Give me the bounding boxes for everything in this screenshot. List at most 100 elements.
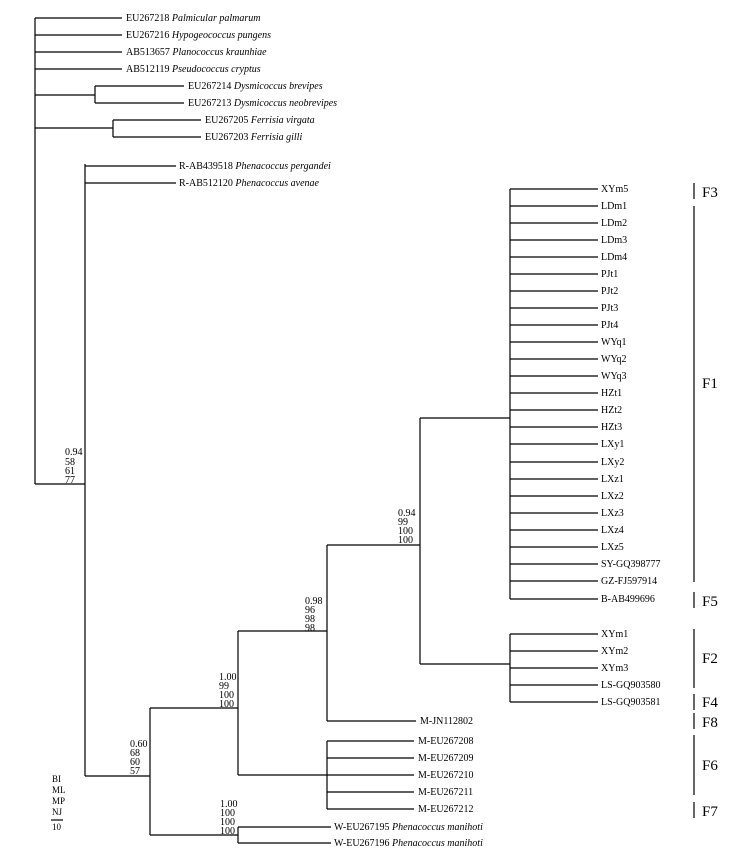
taxon-label: LXy2 bbox=[601, 457, 624, 468]
support-value: 58 bbox=[65, 457, 75, 468]
legend-method: NJ bbox=[52, 807, 62, 817]
branch bbox=[35, 85, 184, 104]
taxon-label: M-EU267208 bbox=[418, 736, 474, 747]
group-label-f8: F8 bbox=[702, 715, 718, 731]
support-root-ingroup: 0.94 58 61 77 bbox=[65, 447, 83, 486]
group-label-f5: F5 bbox=[702, 594, 718, 610]
support-value: 61 bbox=[65, 466, 75, 477]
taxon-label: PJt2 bbox=[601, 286, 618, 297]
taxon-label: XYm1 bbox=[601, 629, 628, 640]
taxon-label: GZ-FJ597914 bbox=[601, 576, 657, 587]
support-value: 1.00 bbox=[219, 672, 237, 683]
taxon-label: M-EU267212 bbox=[418, 804, 474, 815]
taxon-label: WYq1 bbox=[601, 337, 627, 348]
node-support-values: 0.94 58 61 77 0.60 68 60 57 1.00 99 100 … bbox=[65, 447, 416, 837]
taxon-label: W-EU267196 Phenacoccus manihoti bbox=[334, 838, 483, 849]
taxon-label: AB512119 Pseudococcus cryptus bbox=[126, 64, 261, 75]
support-value: 99 bbox=[219, 681, 229, 692]
support-value: 98 bbox=[305, 614, 315, 625]
taxon-label: EU267214 Dysmicoccus brevipes bbox=[188, 81, 323, 92]
group-label-f7: F7 bbox=[702, 804, 718, 820]
taxon-label: AB513657 Planococcus kraunhiae bbox=[126, 47, 267, 58]
group-brackets: F3 F1 F5 F2 F4 F8 F6 F7 bbox=[693, 183, 718, 820]
taxon-label: M-JN112802 bbox=[420, 716, 473, 727]
support-value: 99 bbox=[398, 517, 408, 528]
branch bbox=[510, 188, 598, 600]
taxon-label: HZt1 bbox=[601, 388, 622, 399]
taxon-label: HZt2 bbox=[601, 405, 622, 416]
taxon-label: LXz4 bbox=[601, 525, 624, 536]
taxon-labels: EU267218 Palmicular palmarum EU267216 Hy… bbox=[126, 13, 660, 849]
taxon-label: WYq3 bbox=[601, 371, 627, 382]
taxon-label: EU267205 Ferrisia virgata bbox=[205, 115, 315, 126]
taxon-label: M-EU267211 bbox=[418, 787, 473, 798]
support-value: 100 bbox=[398, 526, 413, 537]
taxon-label: LS-GQ903581 bbox=[601, 697, 660, 708]
taxon-label: PJt3 bbox=[601, 303, 618, 314]
branch bbox=[510, 633, 598, 703]
taxon-label: LDm1 bbox=[601, 201, 627, 212]
group-label-f4: F4 bbox=[702, 695, 718, 711]
support-value: 100 bbox=[219, 690, 234, 701]
scale-bar-label: 10 bbox=[52, 822, 62, 832]
support-value: 1.00 bbox=[220, 799, 238, 810]
taxon-label: XYm2 bbox=[601, 646, 628, 657]
taxon-label: B-AB499696 bbox=[601, 594, 655, 605]
taxon-label: LDm3 bbox=[601, 235, 627, 246]
taxon-label: WYq2 bbox=[601, 354, 627, 365]
branch bbox=[150, 826, 331, 844]
support-f-clade: 1.00 99 100 100 bbox=[219, 672, 237, 710]
taxon-label: LXz3 bbox=[601, 508, 624, 519]
legend-method: ML bbox=[52, 785, 66, 795]
support-value: 57 bbox=[130, 766, 140, 777]
taxon-label: PJt1 bbox=[601, 269, 618, 280]
support-value: 100 bbox=[220, 826, 235, 837]
taxon-label: XYm3 bbox=[601, 663, 628, 674]
taxon-label: R-AB439518 Phenacoccus pergandei bbox=[179, 161, 331, 172]
taxon-label: PJt4 bbox=[601, 320, 618, 331]
taxon-label: XYm5 bbox=[601, 184, 628, 195]
taxon-label: EU267203 Ferrisia gilli bbox=[205, 132, 302, 143]
taxon-label: LDm4 bbox=[601, 252, 627, 263]
support-w-clade: 1.00 100 100 100 bbox=[220, 799, 238, 837]
branch bbox=[35, 119, 201, 138]
tree-branches bbox=[34, 17, 598, 844]
support-value: 98 bbox=[305, 623, 315, 634]
support-value: 0.94 bbox=[398, 508, 416, 519]
taxon-label: LXz5 bbox=[601, 542, 624, 553]
support-manihoti-clade: 0.60 68 60 57 bbox=[130, 739, 148, 777]
taxon-label: SY-GQ398777 bbox=[601, 559, 660, 570]
legend-method: BI bbox=[52, 774, 61, 784]
support-value: 68 bbox=[130, 748, 140, 759]
support-f1-f8-clade: 0.98 96 98 98 bbox=[305, 596, 323, 634]
taxon-label: EU267218 Palmicular palmarum bbox=[126, 13, 260, 24]
taxon-label: LDm2 bbox=[601, 218, 627, 229]
taxon-label: LXy1 bbox=[601, 439, 624, 450]
support-value: 100 bbox=[220, 817, 235, 828]
support-value: 0.94 bbox=[65, 447, 83, 458]
taxon-label: HZt3 bbox=[601, 422, 622, 433]
support-f1-f5-clade: 0.94 99 100 100 bbox=[398, 508, 416, 546]
taxon-label: M-EU267209 bbox=[418, 753, 474, 764]
taxon-label: W-EU267195 Phenacoccus manihoti bbox=[334, 822, 483, 833]
taxon-label: LXz2 bbox=[601, 491, 624, 502]
group-label-f3: F3 bbox=[702, 185, 718, 201]
support-value: 0.60 bbox=[130, 739, 148, 750]
group-label-f2: F2 bbox=[702, 651, 718, 667]
taxon-label: LXz1 bbox=[601, 474, 624, 485]
taxon-label: M-EU267210 bbox=[418, 770, 474, 781]
support-value: 77 bbox=[65, 475, 75, 486]
legend-method: MP bbox=[52, 796, 65, 806]
taxon-label: LS-GQ903580 bbox=[601, 680, 660, 691]
support-value: 96 bbox=[305, 605, 315, 616]
group-label-f6: F6 bbox=[702, 758, 718, 774]
support-value: 100 bbox=[219, 699, 234, 710]
taxon-label: EU267213 Dysmicoccus neobrevipes bbox=[188, 98, 337, 109]
taxon-label: R-AB512120 Phenacoccus avenae bbox=[179, 178, 320, 189]
taxon-label: EU267216 Hypogeococcus pungens bbox=[126, 30, 271, 41]
group-label-f1: F1 bbox=[702, 376, 718, 392]
support-value: 60 bbox=[130, 757, 140, 768]
support-value: 0.98 bbox=[305, 596, 323, 607]
support-value: 100 bbox=[398, 535, 413, 546]
